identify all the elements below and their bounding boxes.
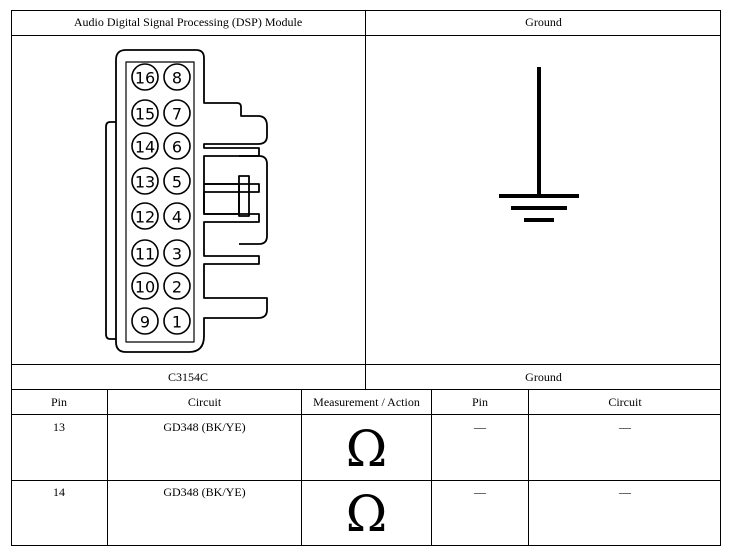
pin-label: 16 bbox=[135, 69, 155, 88]
connector-pin-16 bbox=[131, 63, 159, 91]
ground-symbol-icon bbox=[499, 67, 579, 222]
header-divider bbox=[11, 35, 721, 36]
table-col-divider-4 bbox=[528, 389, 529, 546]
connector-pin-13 bbox=[131, 167, 159, 195]
connector-pin-4 bbox=[163, 202, 191, 230]
label-bottom-divider bbox=[11, 389, 721, 390]
connector-pin-9 bbox=[131, 307, 159, 335]
pin-label: 13 bbox=[135, 173, 155, 192]
connector-pin-11 bbox=[131, 239, 159, 267]
connector-id-label: C3154C bbox=[167, 370, 208, 384]
connector-face-diagram: 16 15 14 13 12 11 10 9 8 7 6 5 4 3 2 1 bbox=[105, 49, 268, 353]
pin-label: 15 bbox=[135, 105, 155, 124]
header-pin: Pin bbox=[50, 395, 67, 409]
image-bottom-divider bbox=[11, 364, 721, 365]
pin-label: 2 bbox=[172, 278, 182, 297]
connector-pin-7 bbox=[163, 99, 191, 127]
row-1-pin-2: — bbox=[474, 420, 486, 434]
connector-pin-12 bbox=[131, 202, 159, 230]
row-2-circuit-2: — bbox=[619, 485, 631, 499]
header-measurement-action: Measurement / Action bbox=[313, 395, 420, 409]
pin-label: 12 bbox=[135, 208, 155, 227]
connector-pin-1 bbox=[163, 307, 191, 335]
pin-label: 6 bbox=[172, 138, 182, 157]
diagram-frame bbox=[11, 10, 721, 546]
pin-label: 11 bbox=[135, 245, 155, 264]
header-circuit: Circuit bbox=[187, 395, 222, 409]
pin-label: 3 bbox=[172, 245, 182, 264]
row-2-pin-2: — bbox=[474, 485, 486, 499]
connector-pin-5 bbox=[163, 167, 191, 195]
ohm-icon: Ω bbox=[345, 420, 388, 478]
connector-pin-10 bbox=[131, 272, 159, 300]
pin-label: 4 bbox=[172, 208, 182, 227]
table-row-divider bbox=[11, 480, 721, 481]
ohm-icon: Ω bbox=[345, 485, 388, 543]
table-col-divider-1 bbox=[107, 389, 108, 546]
connector-pin-6 bbox=[163, 132, 191, 160]
pin-label: 9 bbox=[140, 313, 150, 332]
pin-label: 10 bbox=[135, 278, 155, 297]
connector-pin-2 bbox=[163, 272, 191, 300]
pin-label: 14 bbox=[135, 138, 155, 157]
ground-label: Ground bbox=[525, 370, 562, 384]
pin-label: 5 bbox=[172, 173, 182, 192]
module-title: Audio Digital Signal Processing (DSP) Mo… bbox=[73, 15, 303, 29]
row-2-pin: 14 bbox=[53, 485, 65, 499]
row-1-pin: 13 bbox=[53, 420, 65, 434]
row-1-circuit: GD348 (BK/YE) bbox=[163, 420, 246, 434]
pin-label: 8 bbox=[172, 69, 182, 88]
ground-title: Ground bbox=[525, 15, 562, 29]
connector-pin-14 bbox=[131, 132, 159, 160]
connector-pins bbox=[131, 63, 191, 335]
pin-label: 1 bbox=[172, 313, 182, 332]
table-header-divider bbox=[11, 414, 721, 415]
row-2-circuit: GD348 (BK/YE) bbox=[163, 485, 246, 499]
connector-pin-labels: 16 15 14 13 12 11 10 9 8 7 6 5 4 3 2 1 bbox=[135, 69, 182, 332]
pin-label: 7 bbox=[172, 105, 182, 124]
header-circuit-2: Circuit bbox=[608, 395, 642, 409]
connector-housing bbox=[105, 49, 268, 353]
connector-pin-8 bbox=[163, 63, 191, 91]
row-1-circuit-2: — bbox=[619, 420, 631, 434]
table-col-divider-3 bbox=[431, 389, 432, 546]
top-column-divider bbox=[365, 10, 366, 390]
connector-pin-15 bbox=[131, 99, 159, 127]
connector-pin-3 bbox=[163, 239, 191, 267]
table-col-divider-2 bbox=[301, 389, 302, 546]
header-pin-2: Pin bbox=[471, 395, 488, 409]
